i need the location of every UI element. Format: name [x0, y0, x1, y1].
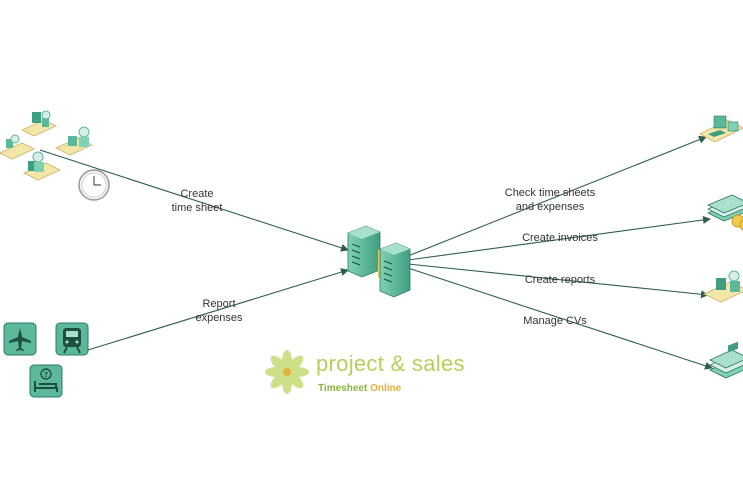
label-create-invoices: Create invoices — [522, 232, 598, 244]
server-icon — [347, 225, 411, 298]
report-office-icon — [703, 270, 743, 303]
arrow-create-invoices — [407, 215, 711, 261]
label-line: Create — [180, 188, 214, 200]
cv-stack-icon — [709, 341, 743, 379]
label-line: expenses — [195, 312, 243, 324]
airplane-icon — [3, 322, 37, 356]
label-check-time-sheets: Check time sheets and expenses — [490, 186, 610, 214]
clock-icon — [78, 169, 110, 201]
invoice-stack-icon — [707, 194, 743, 231]
brand-name: project & sales — [316, 351, 465, 376]
label-line: time sheet — [171, 202, 223, 214]
connector-arrows — [39, 135, 713, 370]
arrow-create-reports — [407, 263, 709, 299]
arrow-manage-cvs — [407, 267, 713, 370]
flower-logo-icon — [265, 350, 309, 394]
hotel-bed-icon: ? — [29, 364, 63, 398]
train-icon — [55, 322, 89, 356]
brand-subtitle: Timesheet Online — [318, 383, 401, 394]
brand-sub-part2: Online — [370, 383, 402, 394]
label-create-time-sheet: Create time sheet — [164, 187, 230, 215]
label-create-reports: Create reports — [524, 274, 596, 286]
dashboard-icon — [699, 115, 743, 143]
label-manage-cvs: Manage CVs — [523, 315, 587, 327]
arrow-check-time-sheets — [407, 135, 707, 257]
office-workers-icon — [0, 110, 93, 181]
brand-sub-part1: Timesheet — [318, 383, 368, 394]
label-line: Check time sheets — [504, 187, 596, 199]
label-report-expenses: Report expenses — [186, 297, 252, 325]
label-line: Report — [202, 298, 236, 310]
label-line: and expenses — [515, 201, 585, 213]
arrow-create-time-sheet — [39, 149, 349, 252]
arrow-report-expenses — [87, 268, 349, 351]
svg-text:?: ? — [44, 371, 48, 379]
